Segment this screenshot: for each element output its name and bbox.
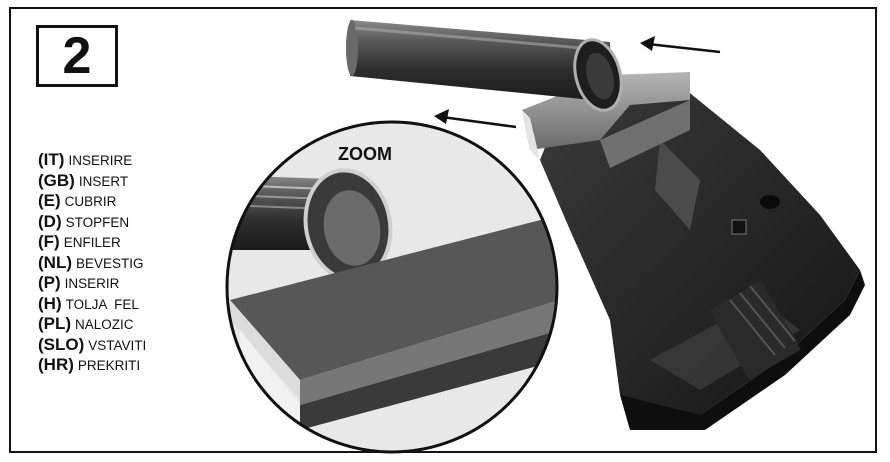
instruction-word: ENFILER — [63, 235, 121, 250]
legend-item: (E)CUBRIR — [38, 191, 228, 212]
instruction-word: VSTAVITI — [88, 337, 147, 353]
step-number: 2 — [62, 27, 92, 85]
roof-bar — [346, 20, 623, 112]
language-code: (NL) — [38, 252, 72, 272]
language-code: (HR) — [38, 355, 74, 374]
legend-item: (GB)INSERT — [38, 171, 228, 192]
language-code: (D) — [38, 211, 62, 231]
zoom-circle — [225, 120, 559, 454]
step-number-box: 2 — [36, 25, 118, 87]
legend-item: (SLO)VSTAVITI — [38, 335, 228, 356]
legend-item: (IT)INSERIRE — [38, 150, 228, 171]
instruction-word: INSERIRE — [68, 153, 133, 168]
language-code: (F) — [38, 232, 60, 251]
legend-item: (P)INSERIR — [38, 273, 228, 294]
language-code: (E) — [38, 191, 61, 210]
instruction-word: BEVESTIG — [75, 255, 144, 271]
language-code: (H) — [38, 293, 62, 313]
legend-item: (NL)BEVESTIG — [38, 253, 228, 274]
instruction-word: STOPFEN — [65, 214, 130, 230]
legend-item: (H)TOLJA FEL — [38, 294, 228, 315]
language-code: (GB) — [38, 170, 75, 190]
instruction-word: NALOZIC — [75, 317, 134, 332]
instruction-word: INSERIR — [64, 276, 120, 291]
language-legend: (IT)INSERIRE (GB)INSERT (E)CUBRIR (D)STO… — [38, 150, 228, 376]
arrow-left-icon — [640, 36, 721, 54]
zoom-label: ZOOM — [338, 144, 392, 164]
legend-item: (D)STOPFEN — [38, 212, 228, 233]
instruction-word: TOLJA FEL — [65, 296, 139, 312]
legend-item: (F)ENFILER — [38, 232, 228, 253]
instruction-word: INSERT — [78, 173, 129, 189]
instruction-word: CUBRIR — [64, 194, 117, 209]
language-code: (PL) — [38, 314, 72, 333]
language-code: (SLO) — [38, 334, 85, 354]
language-code: (IT) — [38, 150, 65, 169]
roof-foot — [540, 85, 865, 430]
legend-item: (PL)NALOZIC — [38, 314, 228, 335]
arrow-left-icon — [434, 109, 517, 129]
legend-item: (HR)PREKRITI — [38, 355, 228, 376]
language-code: (P) — [38, 273, 61, 292]
instruction-word: PREKRITI — [77, 358, 141, 373]
